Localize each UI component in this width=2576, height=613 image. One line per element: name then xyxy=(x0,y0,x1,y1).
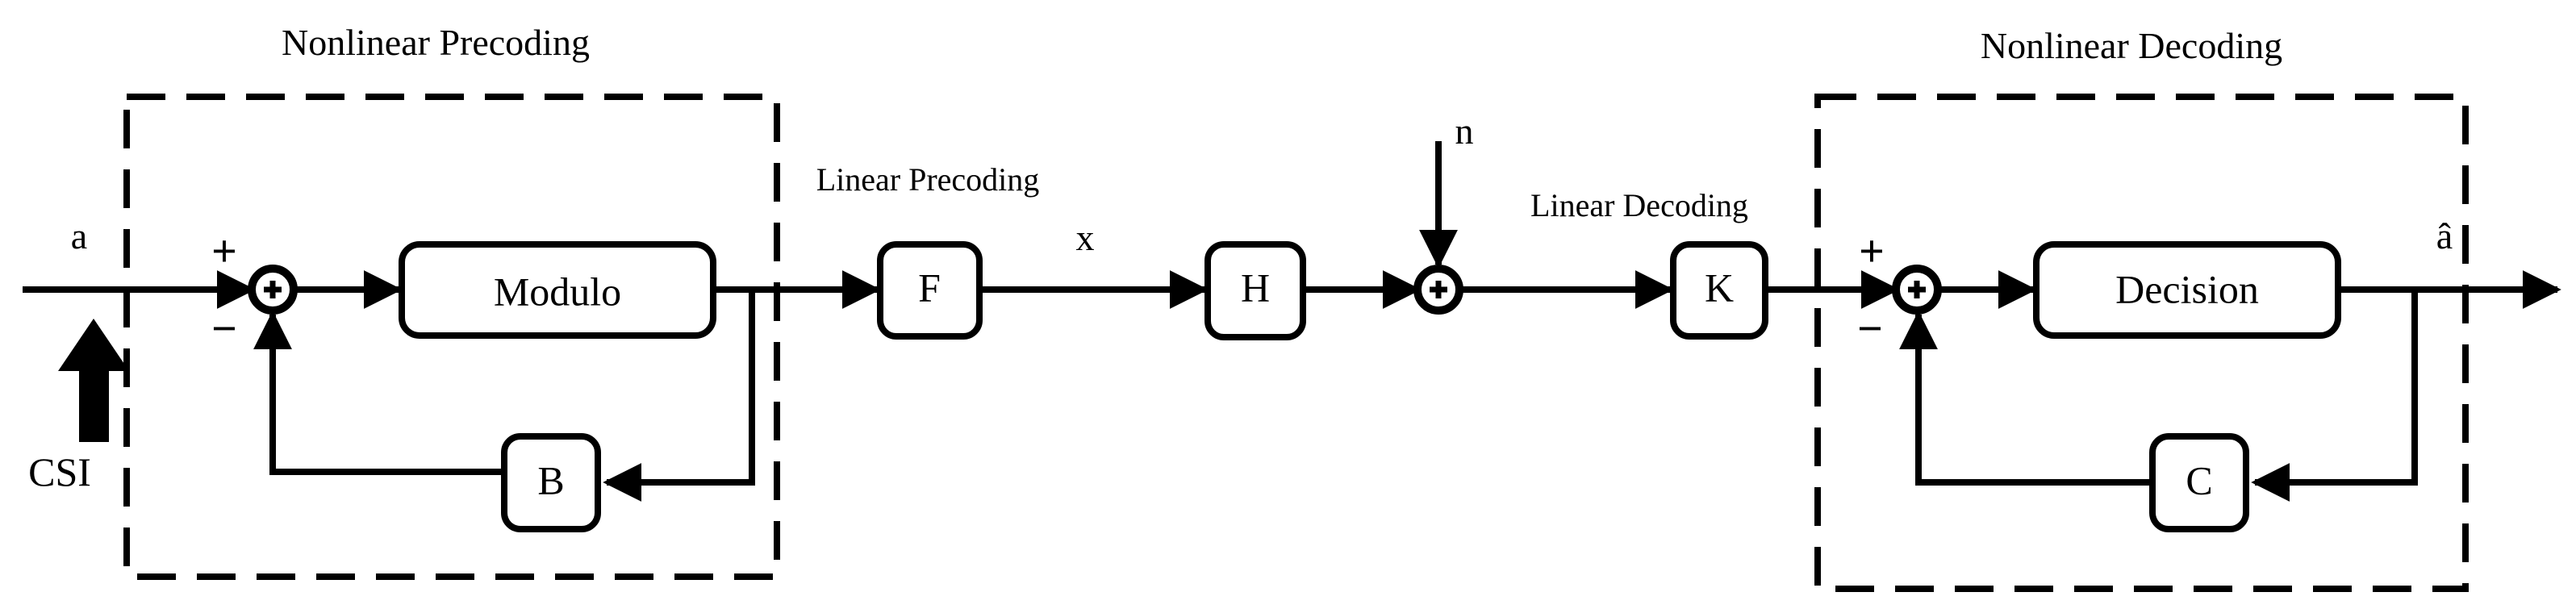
modulo-block xyxy=(399,241,716,339)
decision-block xyxy=(2033,241,2341,339)
csi-arrow-icon xyxy=(58,319,129,442)
b-label: B xyxy=(537,457,564,502)
decoder-plus-sign: + xyxy=(1859,227,1885,277)
wire-precoder-feedback-in xyxy=(253,311,504,475)
decoder-minus-sign: − xyxy=(1857,304,1883,354)
decision-label: Decision xyxy=(2115,266,2259,311)
csi-label: CSI xyxy=(28,449,91,494)
f-block xyxy=(877,241,983,340)
decoder-summing-junction-icon xyxy=(1892,265,1942,315)
nonlinear-decoding-title: Nonlinear Decoding xyxy=(1981,25,2282,66)
c-label: C xyxy=(2186,457,2212,502)
nonlinear-decoding-group xyxy=(1814,94,2469,592)
precoder-minus-sign: − xyxy=(211,304,237,354)
output-a-hat-label: â xyxy=(2436,215,2453,256)
wire-decoder-feedback-in xyxy=(1899,311,2152,486)
precoder-summing-junction-icon xyxy=(248,265,298,315)
wire-decoder-feedback-out xyxy=(2251,290,2418,502)
linear-decoding-label: Linear Decoding xyxy=(1530,187,1748,223)
linear-precoding-label: Linear Precoding xyxy=(816,161,1040,198)
k-block xyxy=(1670,241,1768,340)
k-label: K xyxy=(1705,265,1734,310)
nonlinear-precoding-group xyxy=(123,94,780,580)
h-label: H xyxy=(1241,265,1270,310)
x-label: x xyxy=(1076,217,1095,258)
b-block xyxy=(501,433,601,532)
wire-precoder-feedback-out xyxy=(603,290,755,502)
h-block xyxy=(1204,241,1306,340)
noise-summing-junction-icon xyxy=(1413,265,1463,315)
c-block xyxy=(2149,433,2249,532)
input-a-label: a xyxy=(71,215,87,256)
noise-n-label: n xyxy=(1455,111,1474,152)
precoder-plus-sign: + xyxy=(211,227,237,277)
f-label: F xyxy=(918,265,941,310)
modulo-label: Modulo xyxy=(494,269,621,314)
nonlinear-precoding-title: Nonlinear Precoding xyxy=(282,22,590,63)
